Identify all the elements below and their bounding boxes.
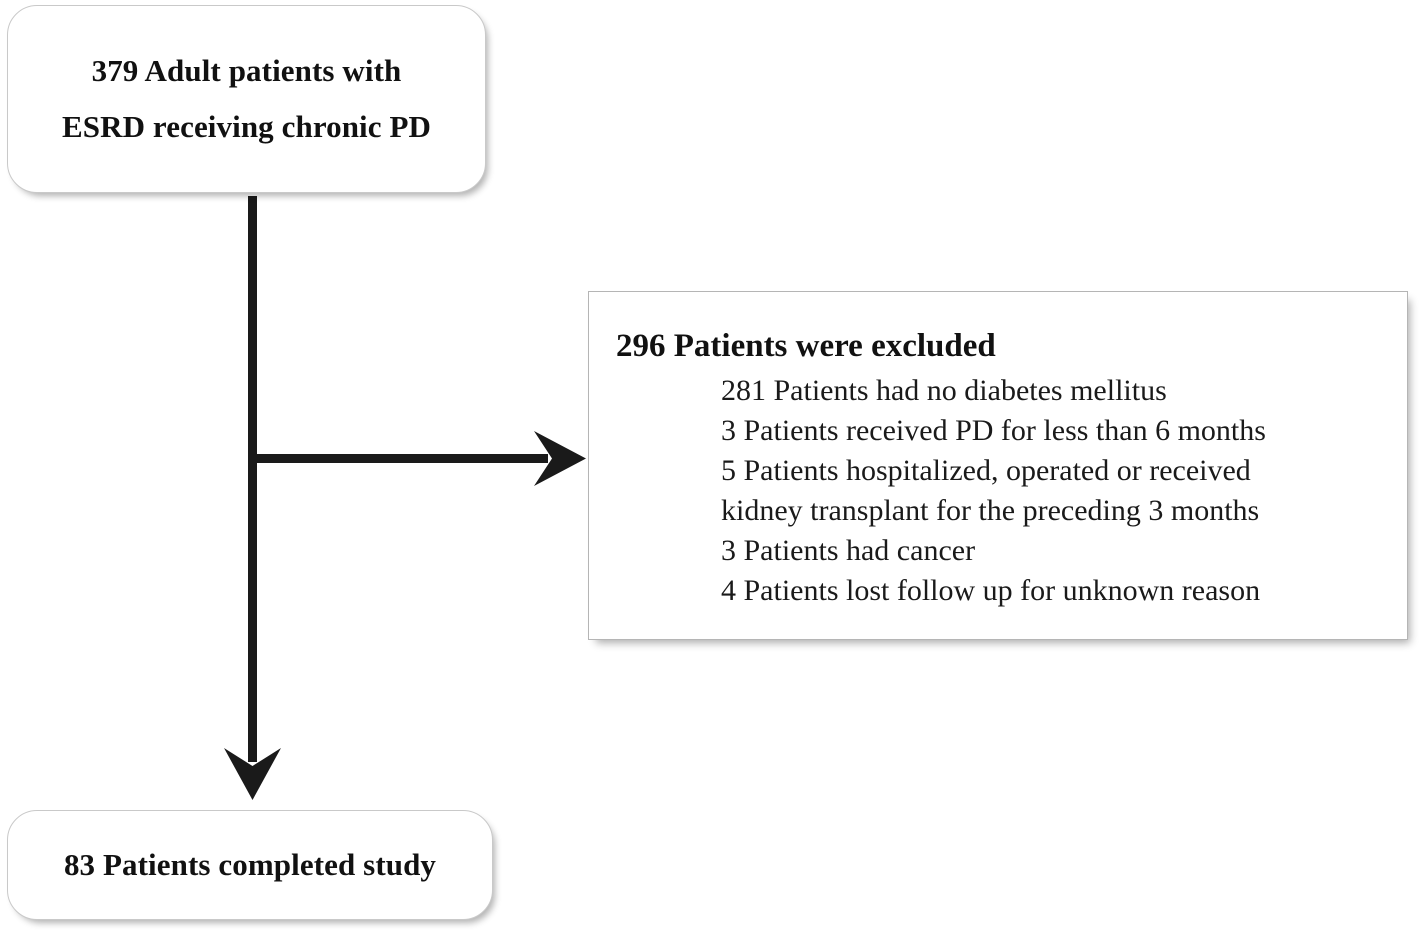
excluded-heading: 296 Patients were excluded — [616, 328, 996, 364]
list-item: 3 Patients received PD for less than 6 m… — [721, 414, 1266, 447]
list-item: 5 Patients hospitalized, operated or rec… — [721, 454, 1251, 487]
completed-line-1: 83 Patients completed study — [63, 847, 437, 882]
list-item: 281 Patients had no diabetes mellitus — [721, 374, 1167, 407]
list-item: 3 Patients had cancer — [721, 534, 976, 567]
enrolled-line-1: 379 Adult patients with — [91, 53, 402, 88]
completed-study-box: 83 Patients completed study — [7, 810, 493, 920]
exclusion-reason-list: 281 Patients had no diabetes mellitus 3 … — [721, 371, 1266, 611]
list-item: kidney transplant for the preceding 3 mo… — [721, 494, 1260, 527]
down-arrowhead-icon — [224, 748, 281, 800]
right-arrowhead-icon — [534, 431, 586, 486]
list-item: 4 Patients lost follow up for unknown re… — [721, 574, 1261, 607]
enrolled-patients-box: 379 Adult patients with ESRD receiving c… — [7, 5, 486, 193]
excluded-patients-box: 296 Patients were excluded 281 Patients … — [588, 291, 1408, 640]
enrolled-line-2: ESRD receiving chronic PD — [61, 109, 432, 144]
